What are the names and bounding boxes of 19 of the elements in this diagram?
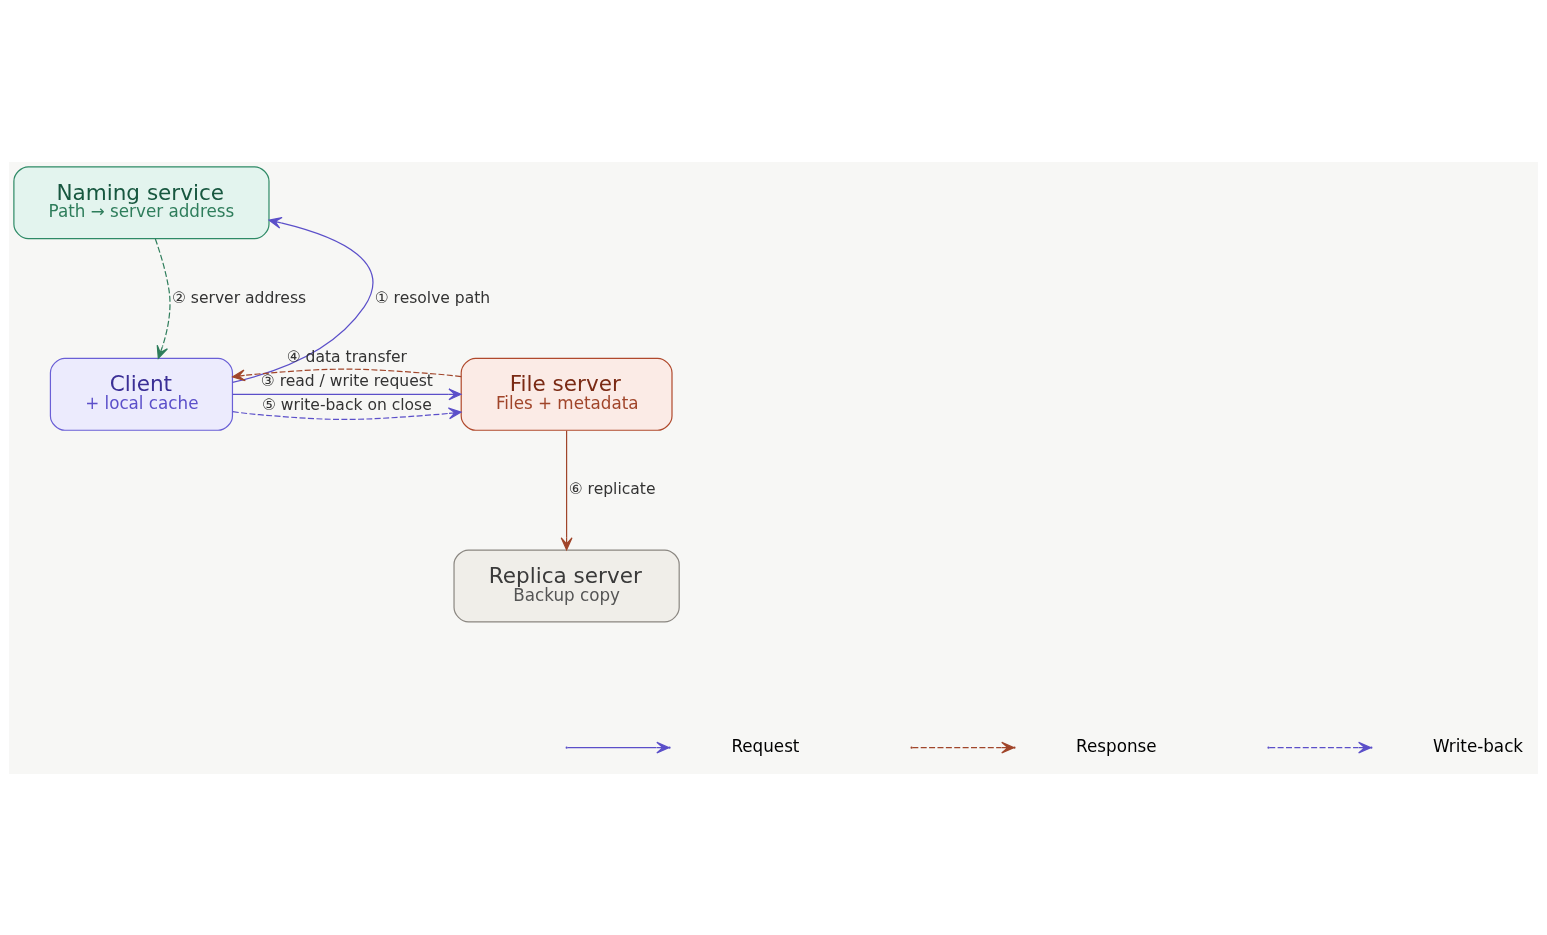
node-box: Replica server Backup copy — [453, 548, 680, 622]
edge-label: ① resolve path — [374, 288, 491, 307]
edge-label: ② server address — [171, 288, 307, 307]
edge-label: ③ read / write request — [260, 371, 433, 390]
node-box: Client + local cache — [49, 357, 234, 431]
arrow — [154, 237, 171, 359]
edge-label: ⑤ write-back on close — [261, 395, 432, 414]
node-box: File server Files + metadata — [460, 357, 673, 431]
legend-label: Request — [731, 735, 800, 756]
arrow — [232, 387, 462, 400]
edge-label: ④ data transfer — [286, 347, 407, 366]
node-box: Naming service Path → server address — [13, 165, 270, 239]
arrow — [232, 368, 462, 381]
arrow — [232, 406, 462, 420]
legend-label: Write-back — [1432, 735, 1524, 756]
arrow — [560, 429, 573, 550]
arrow — [232, 216, 374, 383]
edge-label: ⑥ replicate — [568, 479, 656, 498]
legend-label: Response — [1076, 735, 1157, 756]
